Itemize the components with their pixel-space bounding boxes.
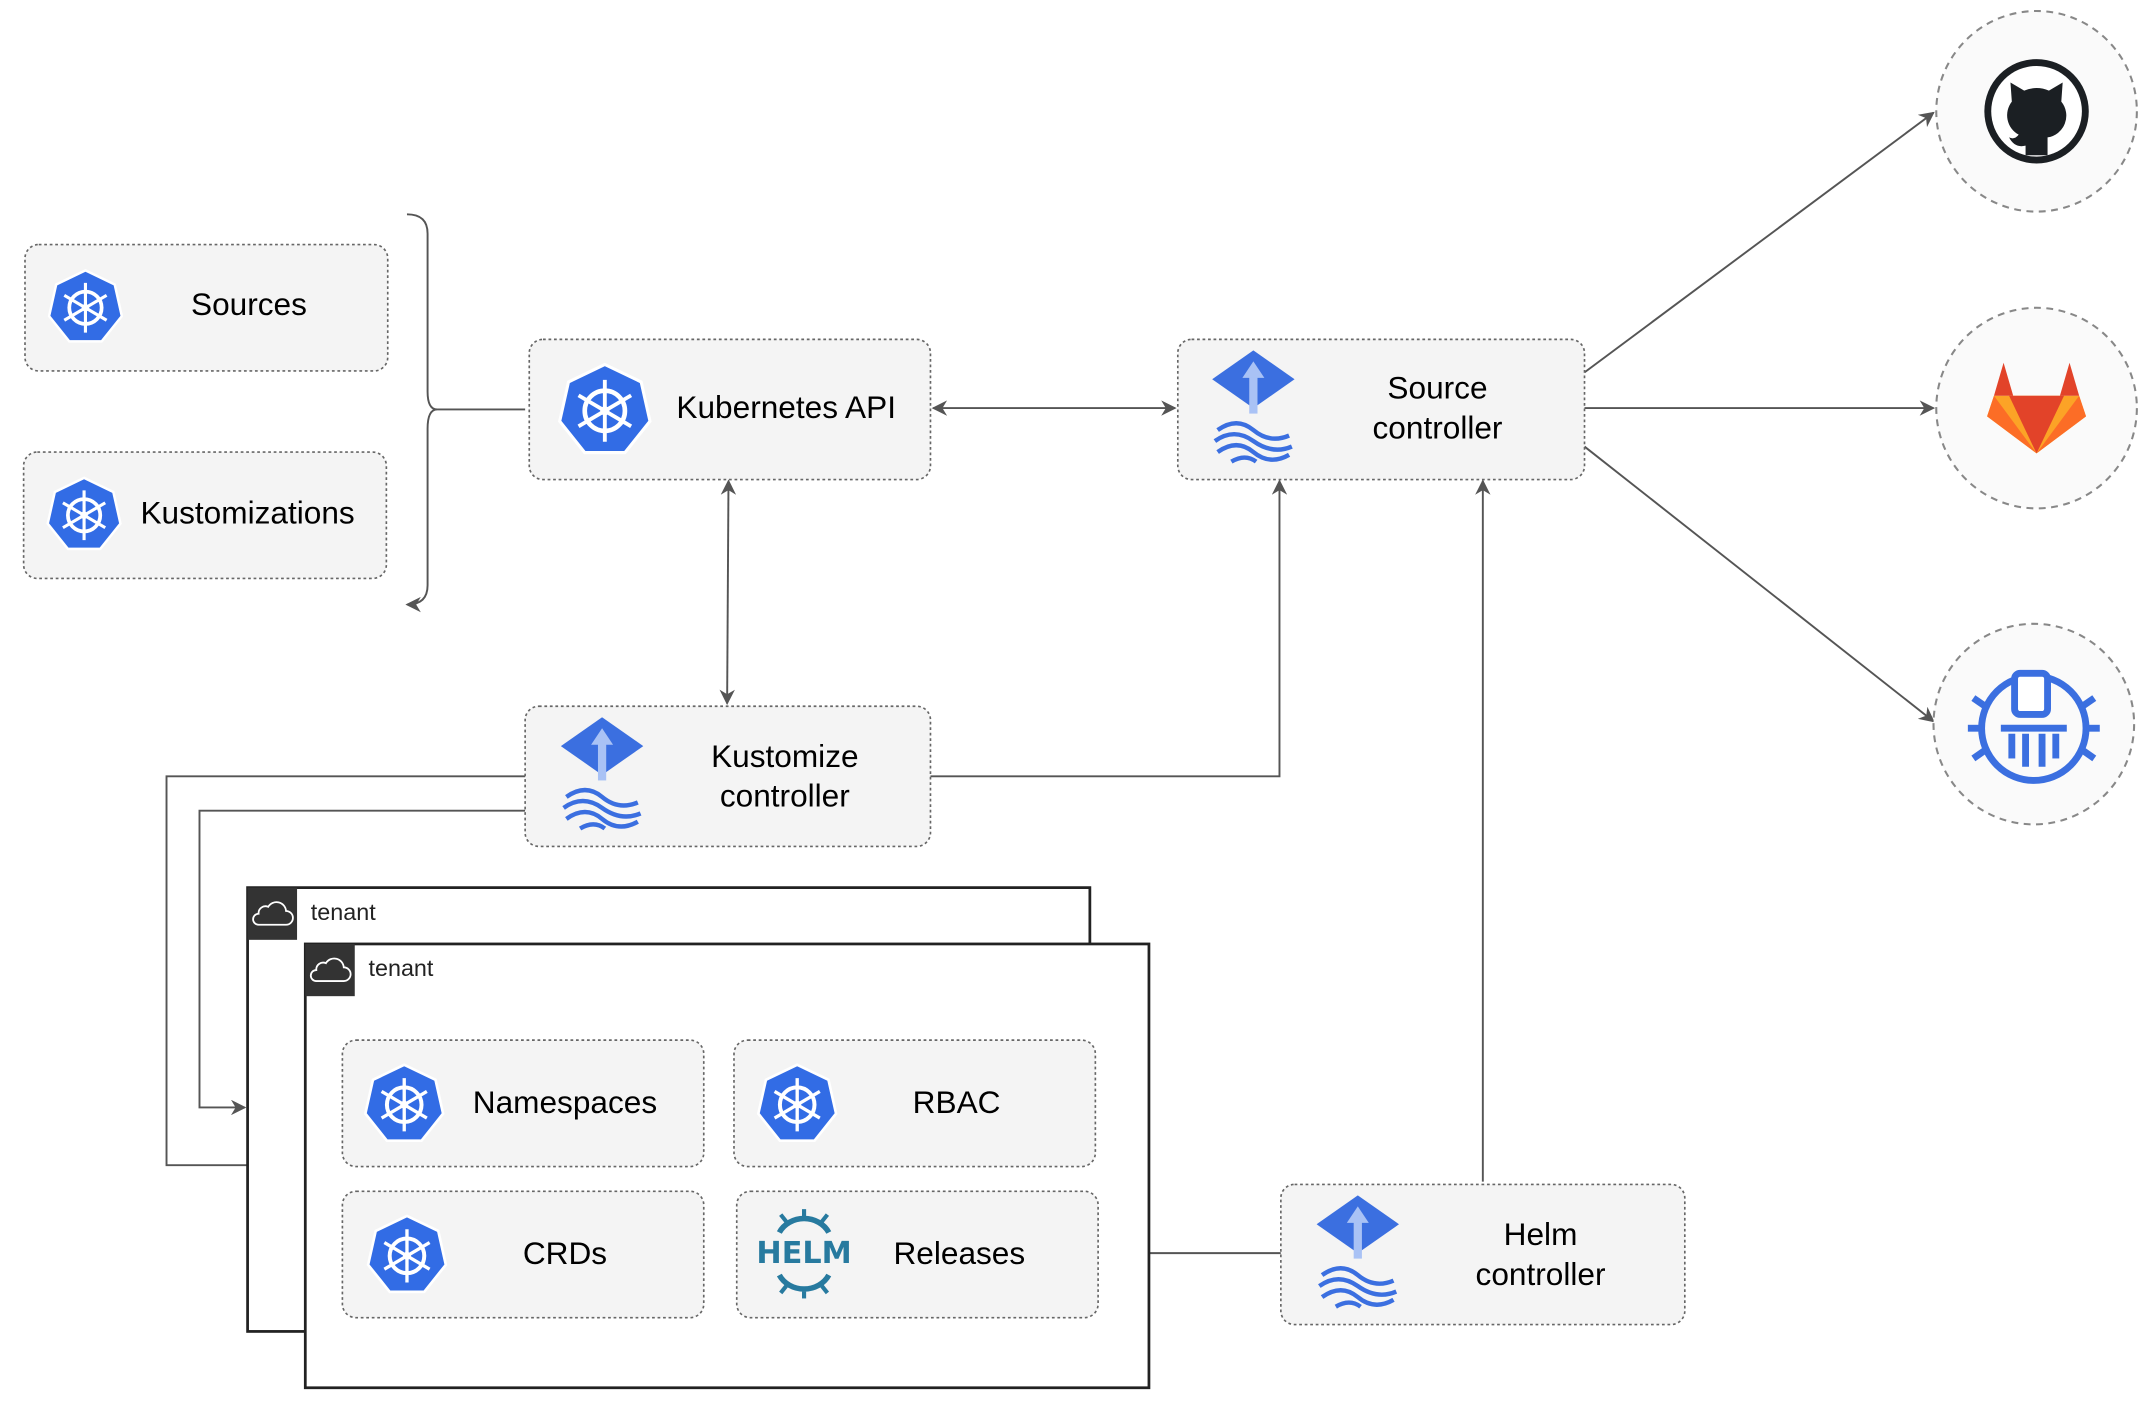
source-controller-label: Source <box>1387 370 1487 406</box>
releases-label: Releases <box>893 1235 1025 1271</box>
source-controller-label-2: controller <box>1373 409 1503 445</box>
cloud-icon <box>309 957 352 982</box>
rbac-node[interactable]: RBAC <box>733 1039 1097 1168</box>
chartmuseum-icon <box>1967 669 2100 784</box>
helm-controller-label-2: controller <box>1476 1256 1606 1292</box>
edge-source-github <box>1583 111 1935 374</box>
kustomizations-label: Kustomizations <box>140 495 354 531</box>
svg-text:HELM: HELM <box>756 1236 851 1271</box>
kustomize-controller-node[interactable]: Kustomize controller <box>524 705 932 848</box>
crds-node[interactable]: CRDs <box>341 1190 705 1319</box>
helm-controller-node[interactable]: Helm controller <box>1280 1183 1686 1326</box>
helm-icon: HELM <box>756 1209 852 1299</box>
sources-label: Sources <box>191 286 307 322</box>
gitlab-icon <box>1987 362 2087 454</box>
kubernetes-api-label: Kubernetes API <box>676 389 896 425</box>
chart-repository-node[interactable] <box>1932 622 2136 826</box>
edge-kustomize-source <box>930 479 1288 778</box>
namespaces-node[interactable]: Namespaces <box>341 1039 705 1168</box>
kustomize-controller-label-2: controller <box>720 778 850 814</box>
tenant-label: tenant <box>369 955 434 981</box>
gitlab-node[interactable] <box>1935 306 2138 510</box>
namespaces-label: Namespaces <box>473 1084 657 1120</box>
sources-node[interactable]: Sources <box>24 243 389 372</box>
group-brace <box>407 213 526 604</box>
cloud-icon <box>252 901 294 926</box>
helm-controller-label: Helm <box>1504 1216 1578 1252</box>
tenant-label: tenant <box>311 899 376 925</box>
edge-kubeapi-kustomize <box>719 479 737 706</box>
github-icon <box>1984 59 2089 164</box>
releases-node[interactable]: HELM Releases <box>735 1190 1099 1319</box>
edge-kustomize-tenant1 <box>198 809 526 1116</box>
crds-label: CRDs <box>523 1235 607 1271</box>
rbac-label: RBAC <box>913 1084 1001 1120</box>
github-node[interactable] <box>1935 9 2138 213</box>
kustomizations-node[interactable]: Kustomizations <box>22 451 388 580</box>
source-controller-node[interactable]: Source controller <box>1176 338 1586 481</box>
kubernetes-api-node[interactable]: Kubernetes API <box>528 338 932 481</box>
edge-kustomize-tenant2 <box>165 775 526 1173</box>
kustomize-controller-label: Kustomize <box>711 738 858 774</box>
edge-source-chartrepo <box>1583 445 1935 723</box>
